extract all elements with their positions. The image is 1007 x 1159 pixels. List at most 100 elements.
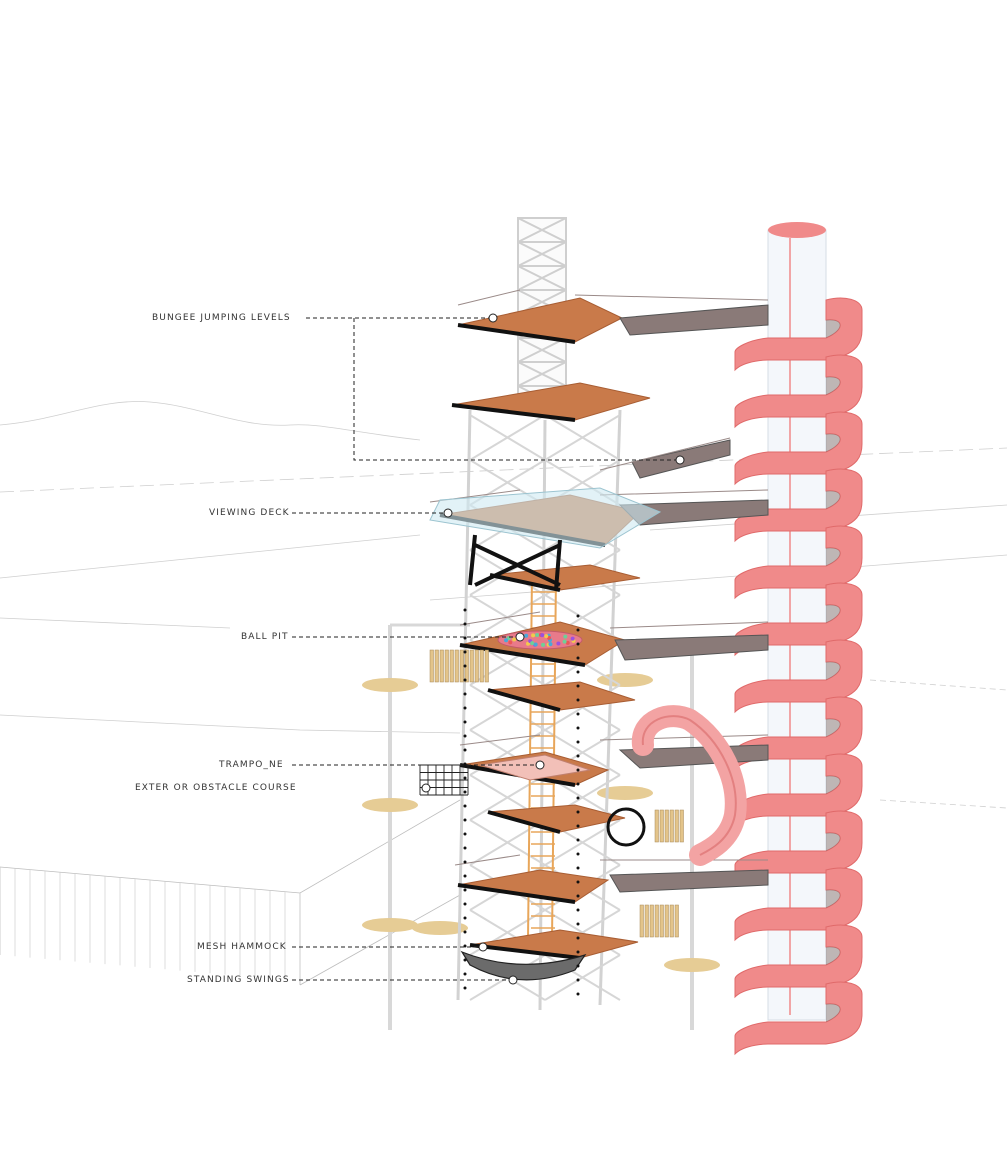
ball — [530, 641, 535, 646]
truss-brace — [517, 217, 567, 243]
leader-markers — [421, 313, 685, 985]
dot — [463, 916, 467, 920]
dot — [576, 992, 580, 996]
truss-brace — [517, 337, 567, 363]
dot — [576, 614, 580, 618]
dot — [576, 838, 580, 842]
plank — [664, 809, 669, 843]
ball — [526, 641, 531, 646]
ball — [565, 640, 570, 645]
label-trampoline: TRAMPO_NE — [219, 760, 284, 770]
dot — [463, 790, 467, 794]
dot — [463, 832, 467, 836]
dot — [576, 908, 580, 912]
dot — [576, 656, 580, 660]
plank — [479, 649, 484, 683]
dot — [576, 796, 580, 800]
core-top — [768, 222, 826, 238]
marker-dots — [463, 608, 580, 996]
spiral-band — [734, 354, 863, 429]
truss-brace — [517, 241, 567, 267]
ball — [544, 634, 549, 639]
plank — [659, 904, 664, 938]
lattice-brace — [469, 819, 546, 866]
dot — [463, 678, 467, 682]
deck-edge — [459, 643, 586, 667]
spiral-tread — [826, 661, 841, 680]
spiral-band — [734, 753, 863, 828]
deck-edge — [457, 323, 576, 344]
dot — [576, 698, 580, 702]
dot — [463, 748, 467, 752]
dot — [463, 664, 467, 668]
spiral-tread — [826, 433, 841, 452]
deck-edge — [457, 883, 576, 904]
plank — [454, 649, 459, 683]
trampoline — [479, 754, 591, 781]
label-ball-pit: BALL PIT — [241, 632, 289, 642]
dot — [463, 720, 467, 724]
plank — [644, 904, 649, 938]
dot — [463, 972, 467, 976]
dot — [463, 874, 467, 878]
leader-lines — [292, 317, 680, 981]
dot — [576, 852, 580, 856]
plank — [449, 649, 454, 683]
spiral-tread — [826, 604, 841, 623]
spiral-band — [734, 411, 863, 486]
dot — [576, 768, 580, 772]
label-viewing-deck: VIEWING DECK — [209, 508, 290, 518]
plank — [674, 809, 679, 843]
viewing-deck-steel-frame — [468, 534, 562, 591]
warehouse-building — [0, 799, 461, 986]
dot — [576, 936, 580, 940]
deck-edge — [451, 403, 576, 422]
dot — [463, 930, 467, 934]
spiral-tread — [826, 832, 841, 851]
dot — [576, 740, 580, 744]
dot — [576, 880, 580, 884]
dot — [576, 922, 580, 926]
ball — [556, 641, 561, 646]
plank — [429, 649, 434, 683]
ball — [512, 637, 517, 642]
plank — [669, 904, 674, 938]
swing-disc — [597, 786, 653, 800]
spiral-tread — [826, 490, 841, 509]
deck-edge — [489, 573, 561, 592]
wooden-plank-screens — [429, 649, 684, 938]
dot — [576, 782, 580, 786]
ball — [504, 638, 509, 643]
ball — [535, 633, 540, 638]
ball — [540, 633, 545, 638]
dot — [463, 846, 467, 850]
glass-viewing-deck — [429, 487, 662, 549]
dot — [576, 684, 580, 688]
ball — [524, 633, 529, 638]
spiral-band — [734, 867, 863, 942]
plank — [654, 809, 659, 843]
ball-pit-balls — [504, 633, 576, 647]
plank — [469, 649, 474, 683]
dot — [463, 706, 467, 710]
walkways — [609, 304, 769, 893]
swing-disc — [412, 921, 468, 935]
dot — [463, 986, 467, 990]
dot — [463, 818, 467, 822]
dot — [576, 642, 580, 646]
plank — [434, 649, 439, 683]
label-mesh-hammock: MESH HAMMOCK — [197, 942, 287, 952]
spiral-tread — [826, 775, 841, 794]
obstacle-ring — [606, 807, 646, 847]
dot — [463, 860, 467, 864]
spiral-band — [734, 525, 863, 600]
plank — [439, 649, 444, 683]
dot — [576, 726, 580, 730]
dot — [576, 894, 580, 898]
swing-disc — [362, 798, 418, 812]
ball — [562, 639, 567, 644]
dot — [463, 804, 467, 808]
deck-edge — [487, 688, 561, 712]
